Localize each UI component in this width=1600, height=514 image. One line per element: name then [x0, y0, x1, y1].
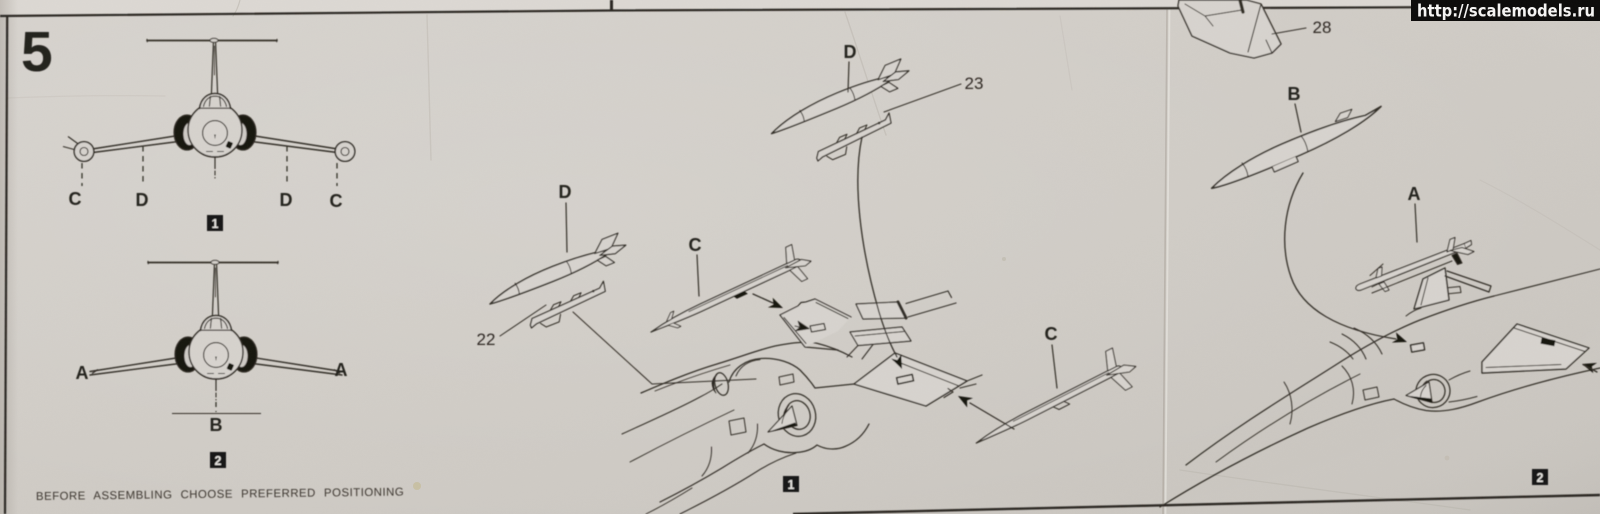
- watermark-banner: http://scalemodels.ru: [1411, 0, 1600, 22]
- store-label-d-top: D: [844, 42, 857, 62]
- step-box-1-digit: 1: [788, 478, 795, 492]
- step-box-1: 1: [783, 476, 799, 492]
- part-number-28: 28: [1313, 18, 1332, 37]
- position-label-d-right: D: [280, 190, 293, 210]
- store-label-c-right: C: [1045, 324, 1058, 344]
- step-number: 5: [21, 20, 53, 84]
- part-number-23: 23: [965, 74, 984, 93]
- store-label-d-left: D: [559, 182, 572, 202]
- store-label-b: B: [1288, 84, 1301, 104]
- position-label-c-right: C: [330, 191, 343, 211]
- position-label-a-right: A: [335, 360, 348, 380]
- store-label-c-mid: C: [689, 235, 702, 255]
- store-label-a: A: [1408, 184, 1421, 204]
- step-box-2-digit: 2: [1537, 471, 1544, 485]
- variant-box-1: 1: [207, 215, 223, 231]
- tip-tank-right: [334, 140, 356, 163]
- position-label-c-left: C: [69, 189, 82, 209]
- part-number-22: 22: [477, 330, 496, 349]
- variant-box-2: 2: [210, 452, 226, 468]
- variant-box-2-digit: 2: [215, 454, 222, 468]
- watermark-url: http://scalemodels.ru: [1417, 2, 1595, 22]
- variant-box-1-digit: 1: [212, 217, 219, 231]
- step-box-2: 2: [1532, 469, 1548, 485]
- position-label-d-left: D: [136, 190, 149, 210]
- position-label-b: B: [210, 415, 223, 435]
- position-label-a-left: A: [76, 363, 89, 383]
